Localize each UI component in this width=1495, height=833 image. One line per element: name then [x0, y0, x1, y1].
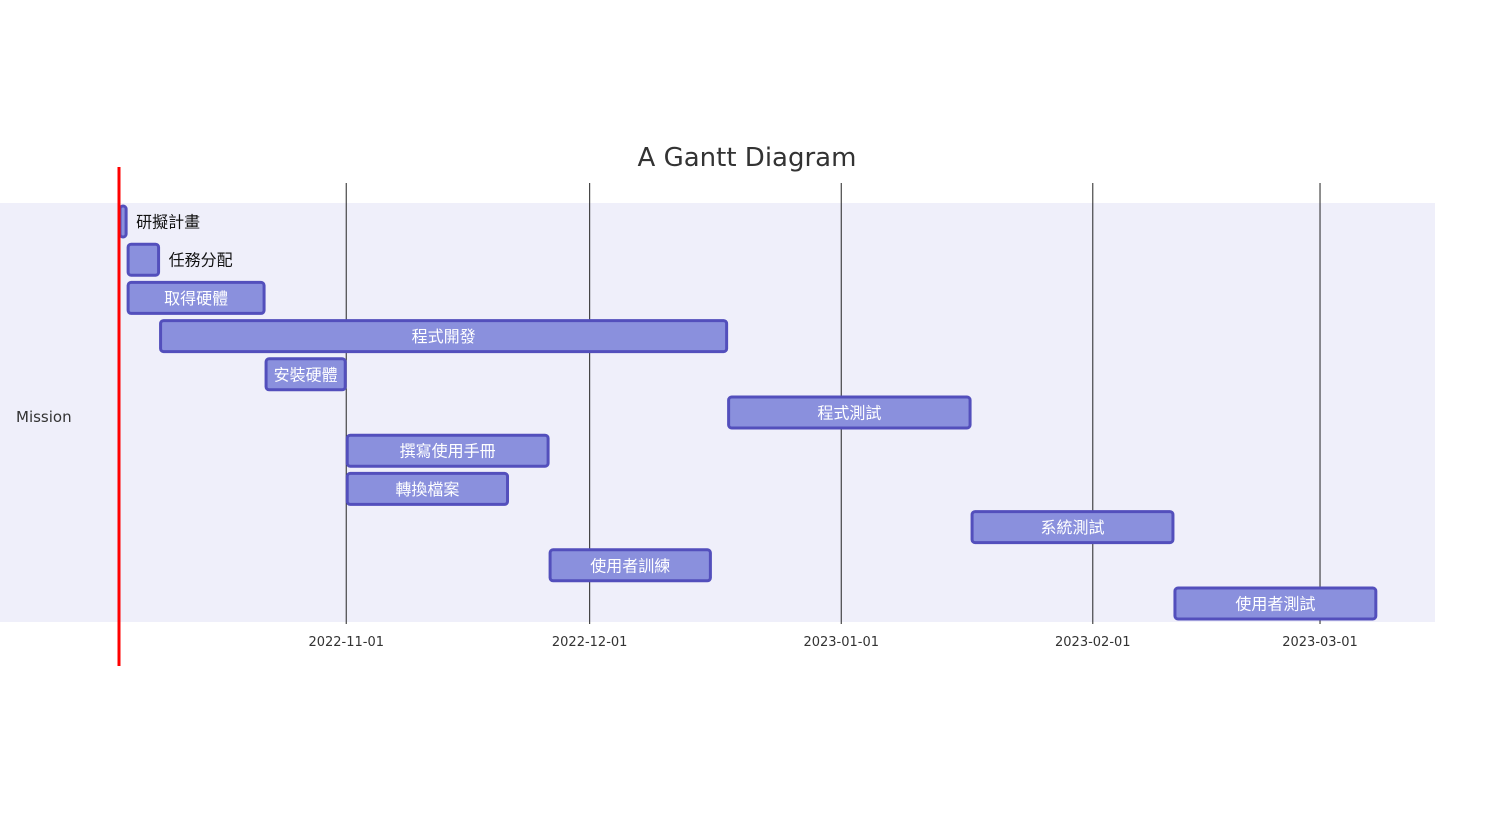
- section-label: Mission: [16, 408, 72, 426]
- task-label: 取得硬體: [164, 289, 228, 308]
- tick-label-2023-03-01: 2023-03-01: [1282, 635, 1358, 650]
- task-label: 使用者訓練: [590, 556, 670, 575]
- tick-label-2023-02-01: 2023-02-01: [1055, 635, 1131, 650]
- axis-ticks: 2022-11-01 2022-12-01 2023-01-01 2023-02-01…: [308, 635, 1357, 650]
- task-8[interactable]: 轉換檔案: [345, 471, 510, 506]
- task-11[interactable]: 使用者測試: [1173, 586, 1378, 621]
- task-bar[interactable]: [126, 280, 266, 315]
- task-label: 轉換檔案: [395, 480, 459, 499]
- task-label: 使用者測試: [1235, 595, 1315, 614]
- task-bar[interactable]: [118, 204, 128, 239]
- task-label: 撰寫使用手冊: [400, 442, 496, 461]
- task-bar[interactable]: [970, 510, 1175, 545]
- task-7[interactable]: 撰寫使用手冊: [345, 433, 550, 468]
- task-label: 安裝硬體: [274, 365, 338, 384]
- section-band: [0, 203, 1435, 622]
- task-4[interactable]: 程式開發: [159, 319, 729, 354]
- task-bar[interactable]: [727, 395, 972, 430]
- task-label: 程式開發: [412, 327, 476, 346]
- task-bar[interactable]: [1173, 586, 1378, 621]
- task-label: 研擬計畫: [136, 213, 200, 232]
- task-bar[interactable]: [159, 319, 729, 354]
- task-6[interactable]: 程式測試: [727, 395, 972, 430]
- task-3[interactable]: 取得硬體: [126, 280, 266, 315]
- tick-label-2023-01-01: 2023-01-01: [803, 635, 879, 650]
- tasks: 研擬計畫任務分配取得硬體程式開發安裝硬體程式測試撰寫使用手冊轉換檔案系統測試使用…: [118, 204, 1378, 621]
- tick-label-2022-11-01: 2022-11-01: [308, 635, 384, 650]
- task-9[interactable]: 系統測試: [970, 510, 1175, 545]
- task-2[interactable]: 任務分配: [126, 242, 233, 277]
- task-bar[interactable]: [345, 471, 510, 506]
- chart-title: A Gantt Diagram: [638, 143, 857, 173]
- task-label: 程式測試: [817, 404, 881, 423]
- task-bar[interactable]: [548, 548, 712, 583]
- task-5[interactable]: 安裝硬體: [264, 357, 347, 392]
- task-bar[interactable]: [264, 357, 347, 392]
- task-10[interactable]: 使用者訓練: [548, 548, 712, 583]
- task-label: 系統測試: [1041, 518, 1105, 537]
- task-bar[interactable]: [126, 242, 161, 277]
- task-bar[interactable]: [345, 433, 550, 468]
- tick-label-2022-12-01: 2022-12-01: [552, 635, 628, 650]
- task-label: 任務分配: [169, 251, 233, 270]
